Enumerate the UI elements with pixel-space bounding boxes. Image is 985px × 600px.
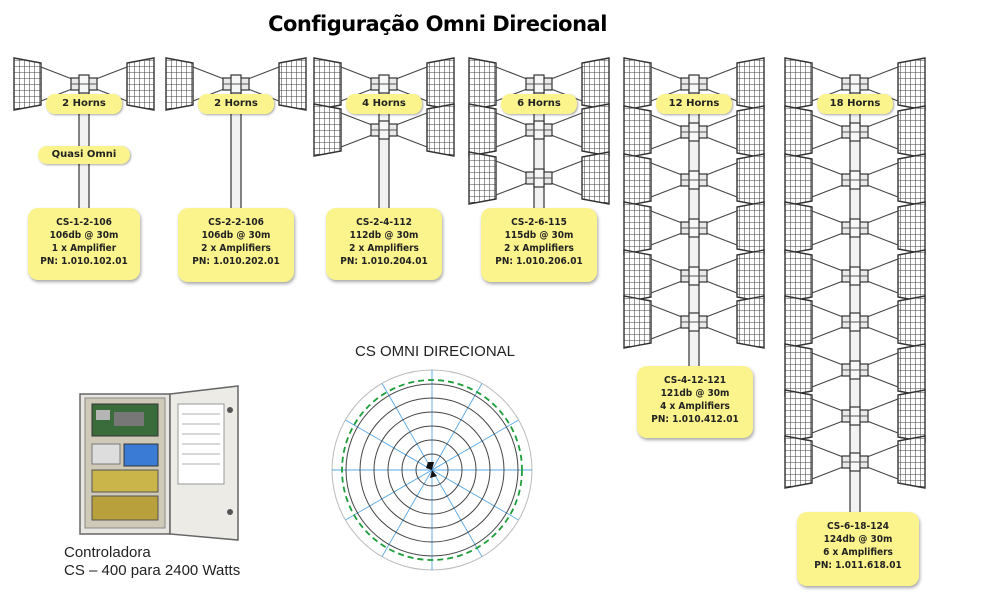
horns-label-1: 2 Horns (46, 94, 122, 114)
controller-caption: Controladora CS – 400 para 2400 Watts (64, 544, 240, 580)
model-code: CS-4-12-121 (663, 375, 727, 386)
config-info-6: CS-6-18-124 124db @ 30m 6 x Amplifiers P… (797, 512, 919, 586)
amplifier-count: 2 x Amplifiers (504, 243, 574, 254)
model-code: CS-2-6-115 (511, 217, 567, 228)
part-number: PN: 1.010.102.01 (40, 256, 128, 267)
speaker-assembly-4 (468, 57, 610, 217)
horns-label-6: 18 Horns (817, 94, 893, 114)
config-info-3: CS-2-4-112 112db @ 30m 2 x Amplifiers PN… (326, 208, 442, 280)
spl-rating: 121db @ 30m (660, 388, 730, 399)
amplifier-count: 2 x Amplifiers (349, 243, 419, 254)
amplifier-count: 2 x Amplifiers (201, 243, 271, 254)
spl-rating: 106db @ 30m (49, 230, 119, 241)
polar-plot-title: CS OMNI DIRECIONAL (355, 343, 516, 360)
amplifier-count: 6 x Amplifiers (823, 547, 893, 558)
speaker-assembly-1 (13, 57, 155, 217)
spl-rating: 124db @ 30m (823, 534, 893, 545)
spl-rating: 112db @ 30m (349, 230, 419, 241)
part-number: PN: 1.010.204.01 (340, 256, 428, 267)
part-number: PN: 1.010.412.01 (651, 414, 739, 425)
model-code: CS-6-18-124 (826, 521, 890, 532)
spl-rating: 115db @ 30m (504, 230, 574, 241)
horns-label-4: 6 Horns (501, 94, 577, 114)
horns-label-3: 4 Horns (346, 94, 422, 114)
speaker-assembly-3 (313, 57, 455, 217)
config-info-1: CS-1-2-106 106db @ 30m 1 x Amplifier PN:… (28, 208, 140, 280)
speaker-assembly-6 (784, 57, 926, 517)
amplifier-count: 1 x Amplifier (51, 243, 117, 254)
part-number: PN: 1.010.202.01 (192, 256, 280, 267)
config-info-4: CS-2-6-115 115db @ 30m 2 x Amplifiers PN… (481, 208, 597, 282)
controller-cabinet-image (79, 385, 239, 541)
controller-name: Controladora (64, 544, 151, 561)
spl-rating: 106db @ 30m (201, 230, 271, 241)
model-code: CS-2-4-112 (356, 217, 412, 228)
model-code: CS-1-2-106 (56, 217, 112, 228)
part-number: PN: 1.011.618.01 (814, 560, 902, 571)
quasi-omni-tag: Quasi Omni (38, 146, 130, 164)
horns-label-2: 2 Horns (198, 94, 274, 114)
horns-label-5: 12 Horns (656, 94, 732, 114)
polar-plot (331, 369, 533, 571)
controller-power: CS – 400 para 2400 Watts (64, 562, 241, 579)
page-title: Configuração Omni Direcional (268, 12, 607, 36)
amplifier-count: 4 x Amplifiers (660, 401, 730, 412)
model-code: CS-2-2-106 (208, 217, 264, 228)
part-number: PN: 1.010.206.01 (495, 256, 583, 267)
config-info-2: CS-2-2-106 106db @ 30m 2 x Amplifiers PN… (178, 208, 294, 282)
speaker-assembly-2 (165, 57, 307, 217)
config-info-5: CS-4-12-121 121db @ 30m 4 x Amplifiers P… (637, 366, 753, 438)
